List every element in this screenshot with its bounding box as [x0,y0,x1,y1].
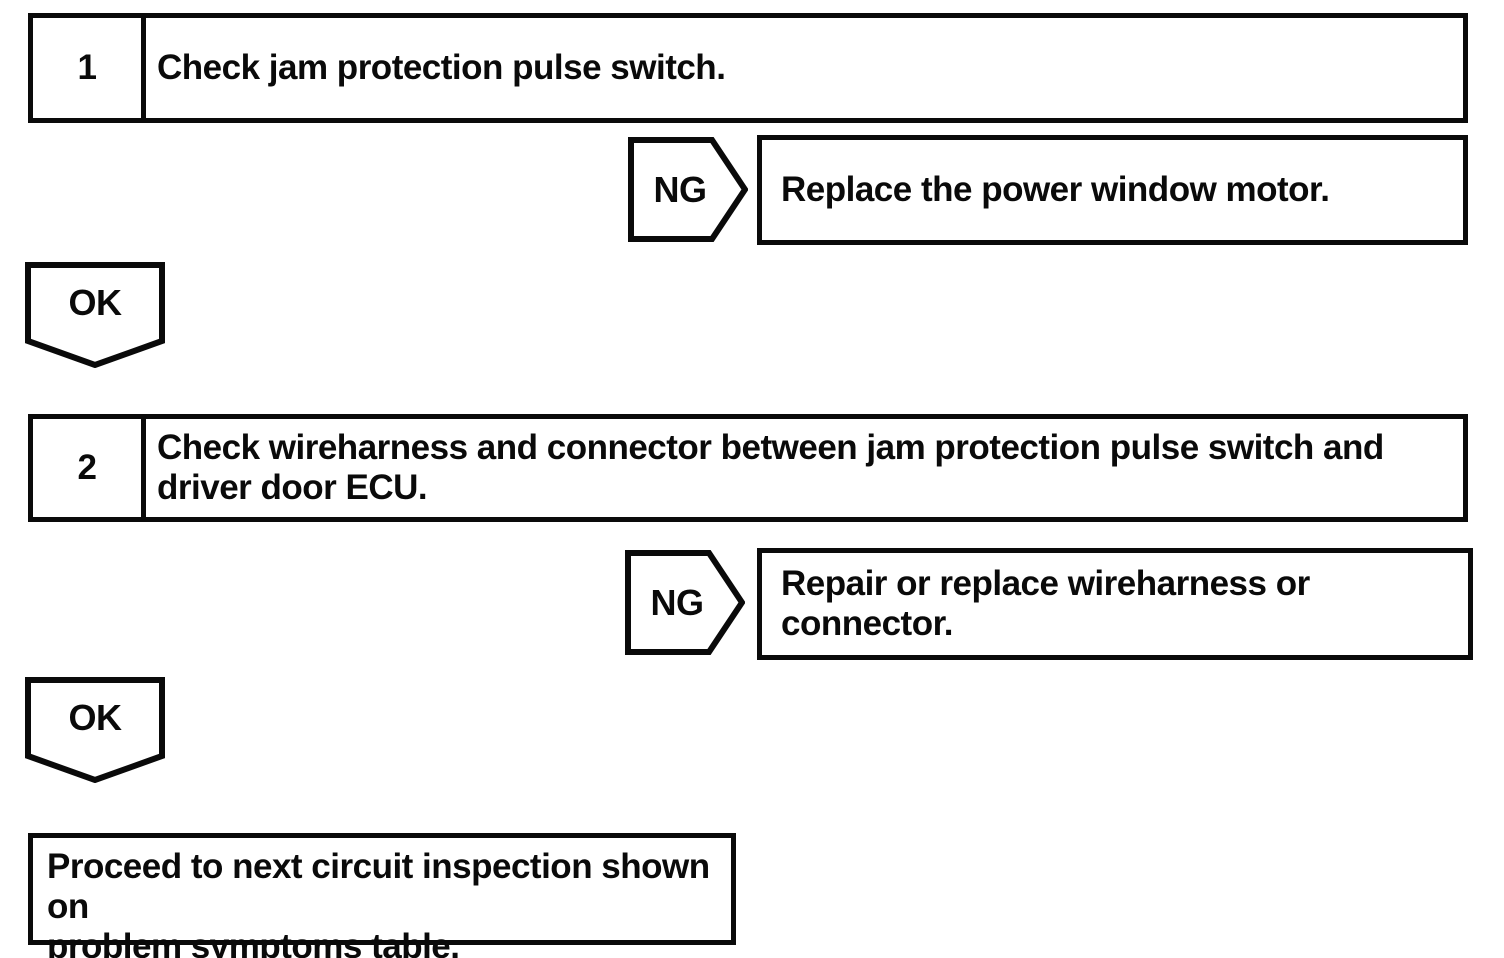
ng-pentagon-icon [628,137,748,242]
step-1-ng-label: NG [653,168,708,210]
ok-pentagon-icon [25,677,165,783]
step-1-ng-action-box: Replace the power window motor. [757,135,1468,245]
step-2-ng-label: NG [650,581,705,623]
step-1-ng-connector: NG [628,137,748,242]
step-2-ng-connector: NG [625,550,745,655]
step-1-box: 1 Check jam protection pulse switch. [28,13,1468,123]
step-1-instruction: Check jam protection pulse switch. [157,48,726,87]
final-instruction-box: Proceed to next circuit inspection shown… [28,833,736,958]
step-2-ng-action-box: Repair or replace wireharness or connect… [757,548,1473,660]
step-2-instruction: Check wireharness and connector between … [157,428,1384,507]
final-instruction-text: Proceed to next circuit inspection shown… [47,847,710,958]
step-2-ok-connector: OK [25,677,165,783]
step-2-box: 2 Check wireharness and connector betwee… [28,414,1468,522]
ng-pentagon-icon [625,550,745,655]
step-1-ok-label: OK [68,282,123,323]
ok-pentagon-icon [25,262,165,368]
step-1-ok-connector: OK [25,262,165,368]
step-2-number: 2 [33,419,146,517]
step-1-ng-action-text: Replace the power window motor. [781,170,1330,209]
step-1-number: 1 [33,18,146,118]
step-2-ok-label: OK [68,697,123,738]
step-2-ng-action-text: Repair or replace wireharness or connect… [781,564,1310,643]
